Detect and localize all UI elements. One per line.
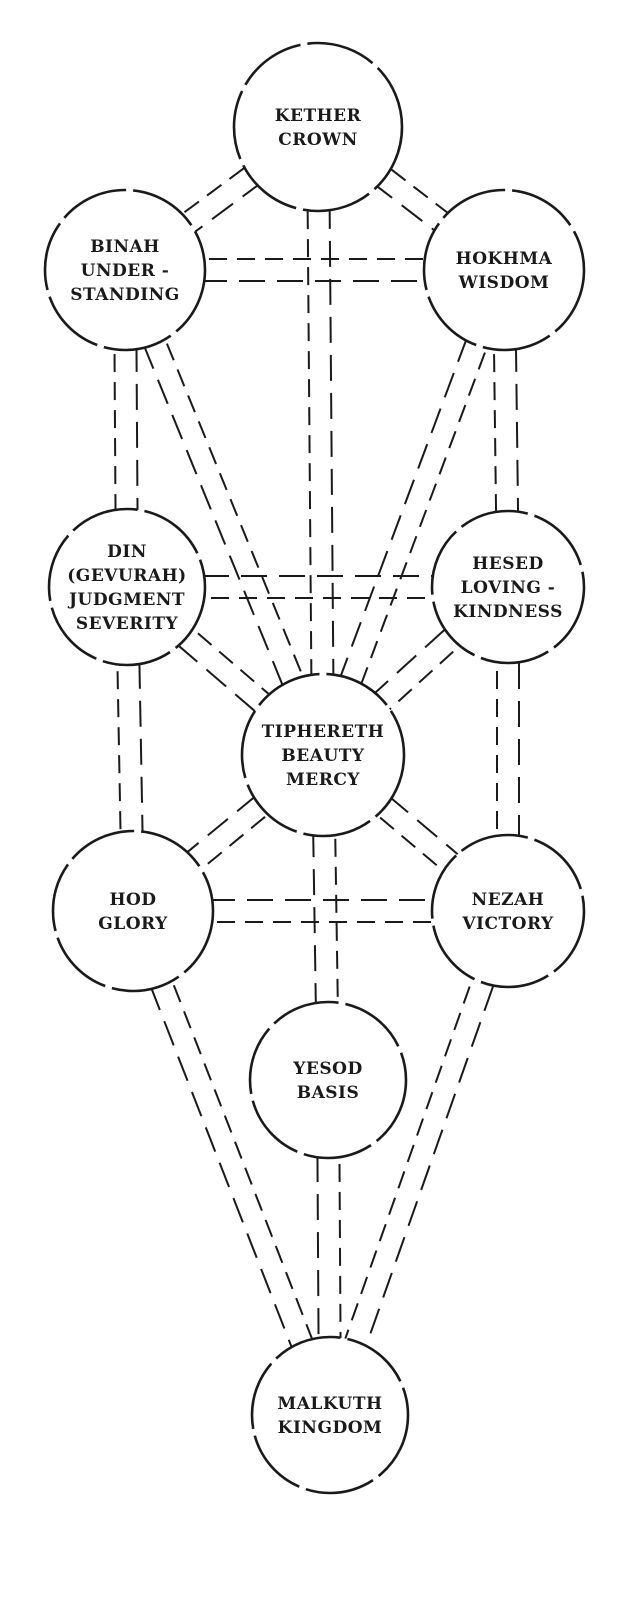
path-rail (332, 273, 516, 760)
nodes-layer: KETHER CROWN BINAH UNDER - STANDING HOKHMA WIS… (43, 41, 586, 1495)
sefirah-label: KETHER (275, 106, 362, 126)
sefirah-label: CROWN (278, 130, 358, 150)
sefirah-label: STANDING (70, 285, 179, 305)
path-rail (134, 265, 335, 752)
sefirah-label: YESOD (292, 1059, 362, 1079)
sefirah-label: DIN (107, 542, 147, 562)
sefirah-label: MERCY (286, 770, 360, 790)
path-rail (142, 906, 342, 1412)
sefirah-label: HESED (472, 554, 544, 574)
path-rail (327, 126, 335, 755)
path-binah-tiphereth (113, 265, 335, 760)
path-kether-tiphereth (306, 126, 335, 756)
path-rail (311, 265, 495, 752)
path-hod-malkuth (121, 906, 342, 1420)
sefirah-kether: KETHER CROWN (232, 41, 404, 213)
path-rail (318, 907, 499, 1412)
path-rail (339, 914, 520, 1419)
sefirah-din: DIN (GEVURAH) JUDGMENT SEVERITY (47, 507, 207, 667)
sefirah-hokhma: HOKHMA WISDOM (422, 188, 586, 352)
sefirah-label: NEZAH (472, 890, 545, 910)
sefirah-circle (43, 188, 207, 352)
path-nezah-malkuth (318, 907, 520, 1419)
sefirah-label: LOVING - (461, 578, 556, 598)
sefirah-nezah: NEZAH VICTORY (430, 833, 586, 989)
sefirah-hesed: HESED LOVING - KINDNESS (430, 509, 586, 665)
sefirah-label: UNDER - (81, 261, 170, 281)
sefirah-label: HOD (109, 890, 156, 910)
sefirah-label: HOKHMA (456, 249, 553, 269)
sefirah-label: JUDGMENT (67, 590, 185, 610)
sefirah-label: BINAH (90, 237, 160, 257)
sefirah-malkuth: MALKUTH KINGDOM (250, 1335, 410, 1495)
sefirah-circle (51, 829, 215, 993)
sefirah-tiphereth: TIPHERETH BEAUTY MERCY (240, 672, 406, 838)
sefirah-label: TIPHERETH (262, 722, 385, 742)
path-rail (121, 914, 321, 1420)
path-hokhma-tiphereth (311, 265, 516, 760)
sefirah-label: BEAUTY (281, 746, 364, 766)
sefirah-label: WISDOM (458, 273, 550, 293)
sefirah-circle (422, 188, 586, 352)
sefirah-yesod: YESOD BASIS (248, 1000, 408, 1160)
sefirah-circle (430, 509, 586, 665)
sefirah-label: KINDNESS (453, 602, 563, 622)
sefirah-circle (47, 507, 207, 667)
sefirah-label: VICTORY (461, 914, 554, 934)
sefirah-label: MALKUTH (277, 1394, 382, 1414)
sefirah-binah: BINAH UNDER - STANDING (43, 188, 207, 352)
sefirah-circle (248, 1000, 408, 1160)
path-rail (306, 127, 314, 756)
sefirah-circle (232, 41, 404, 213)
sefirah-circle (430, 833, 586, 989)
sefirah-label: SEVERITY (76, 614, 179, 634)
sefirah-label: BASIS (297, 1083, 360, 1103)
sefirah-hod: HOD GLORY (51, 829, 215, 993)
sefirah-label: GLORY (98, 914, 168, 934)
sefirah-label: (GEVURAH) (67, 566, 186, 586)
sefirah-label: KINGDOM (278, 1418, 383, 1438)
sefirah-circle (250, 1335, 410, 1495)
path-rail (113, 273, 314, 760)
sefirah-circle (240, 672, 406, 838)
